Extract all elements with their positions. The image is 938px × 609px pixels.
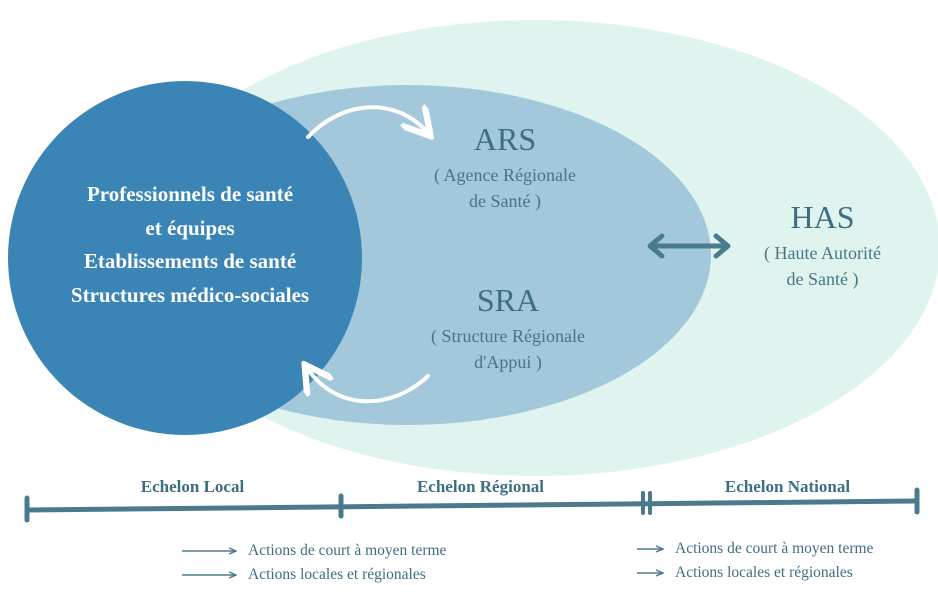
circle-line-1: Professionnels de santé	[86, 182, 294, 206]
circle-line-4: Structures médico-sociales	[70, 282, 310, 307]
sra-name-line1: ( Structure Régionale	[431, 326, 585, 347]
legend-left-row-2: Actions locales et régionales	[182, 563, 446, 587]
legend-right: Actions de court à moyen terme Actions l…	[637, 537, 873, 585]
echelon-local-label: Echelon Local	[140, 477, 245, 496]
arrow-right-icon	[182, 546, 238, 556]
local-circle	[8, 81, 362, 435]
has-name-line1: ( Haute Autorité	[764, 243, 881, 264]
sra-name-line2: d'Appui )	[474, 352, 542, 373]
has-name-line2: de Santé )	[786, 269, 859, 290]
circle-line-2: et équipes	[145, 215, 235, 240]
echelon-regional-label: Echelon Régional	[416, 477, 545, 496]
curved-arrow-top	[306, 107, 428, 137]
curved-arrow-bottom	[307, 368, 430, 404]
timeline-axis	[24, 487, 920, 523]
arrow-right-icon	[182, 570, 238, 580]
sra-block: SRA ( Structure Régionale d'Appui )	[398, 281, 618, 376]
sra-name: ( Structure Régionale d'Appui )	[398, 323, 618, 375]
has-block: HAS ( Haute Autorité de Santé )	[735, 198, 910, 293]
circle-line-3: Etablissements de santé	[83, 249, 297, 274]
ars-name-line1: ( Agence Régionale	[434, 165, 576, 186]
legend-right-row-1: Actions de court à moyen terme	[637, 537, 873, 561]
legend-left: Actions de court à moyen terme Actions l…	[182, 539, 446, 587]
sra-acronym: SRA	[476, 282, 540, 318]
legend-right-text-1: Actions de court à moyen terme	[675, 540, 874, 557]
arrow-right-icon	[637, 544, 665, 554]
double-arrow-icon	[647, 233, 731, 259]
arrow-right-icon	[637, 568, 665, 578]
ars-block: ARS ( Agence Régionale de Santé )	[400, 120, 610, 215]
has-name: ( Haute Autorité de Santé )	[735, 240, 910, 292]
has-acronym: HAS	[790, 199, 855, 235]
echelon-national-label: Echelon National	[724, 477, 851, 496]
legend-left-row-1: Actions de court à moyen terme	[182, 539, 446, 563]
ars-name-line2: de Santé )	[469, 191, 541, 212]
legend-right-text-2: Actions locales et régionales	[675, 564, 853, 581]
legend-right-row-2: Actions locales et régionales	[637, 561, 873, 585]
legend-left-text-2: Actions locales et régionales	[248, 566, 426, 583]
local-actors-text: Professionnels de santé et équipes Etabl…	[30, 178, 350, 312]
ars-name: ( Agence Régionale de Santé )	[400, 162, 610, 214]
ars-acronym: ARS	[473, 121, 537, 157]
legend-left-text-1: Actions de court à moyen terme	[248, 542, 447, 559]
